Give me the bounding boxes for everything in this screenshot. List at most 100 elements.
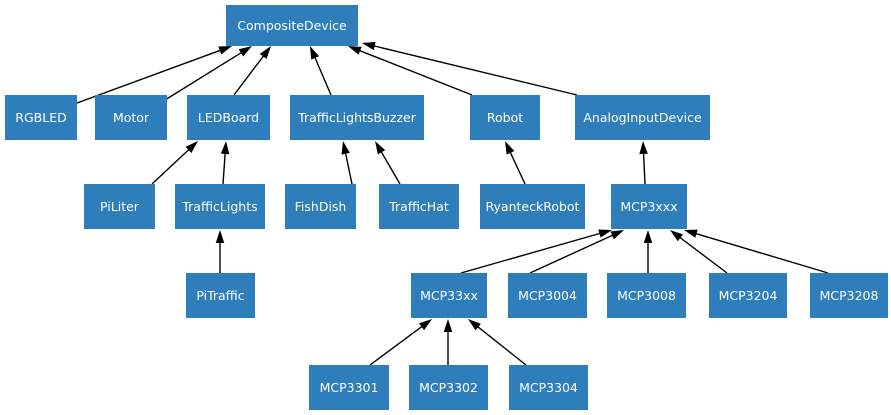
inheritance-edge xyxy=(348,46,473,96)
class-node-mcp3304[interactable]: MCP3304 xyxy=(509,365,588,410)
class-node-analoginputdevice[interactable]: AnalogInputDevice xyxy=(575,95,710,140)
class-node-mcp3004[interactable]: MCP3004 xyxy=(508,273,587,318)
edge-arrowhead xyxy=(348,46,362,55)
node-box[interactable] xyxy=(480,184,585,229)
class-node-motor[interactable]: Motor xyxy=(95,95,167,140)
edge-line xyxy=(509,150,526,185)
edge-arrowhead xyxy=(670,230,683,242)
inheritance-edge xyxy=(362,41,578,96)
edge-arrowhead xyxy=(505,141,515,155)
class-node-mcp3301[interactable]: MCP3301 xyxy=(309,365,389,410)
class-node-mcp3xxx[interactable]: MCP3xxx xyxy=(611,184,687,229)
class-node-trafficlights[interactable]: TrafficLights xyxy=(175,184,265,229)
class-node-rgbled[interactable]: RGBLED xyxy=(5,95,77,140)
node-box[interactable] xyxy=(186,273,255,318)
class-node-mcp3302[interactable]: MCP3302 xyxy=(409,365,488,410)
edge-arrowhead xyxy=(238,46,252,57)
edge-line xyxy=(678,236,728,274)
edge-line xyxy=(76,49,222,104)
edge-arrowhead xyxy=(639,141,648,155)
node-box[interactable] xyxy=(175,184,265,229)
node-box[interactable] xyxy=(290,95,424,140)
class-node-compositedevice[interactable]: CompositeDevice xyxy=(226,5,358,46)
edge-line xyxy=(372,44,578,96)
inheritance-edge xyxy=(151,141,198,185)
inheritance-edge xyxy=(468,319,527,366)
edges-layer xyxy=(76,41,829,366)
node-box[interactable] xyxy=(226,5,358,46)
class-node-mcp33xx[interactable]: MCP33xx xyxy=(411,273,487,318)
node-box[interactable] xyxy=(309,365,389,410)
edge-line xyxy=(151,148,191,185)
edge-line xyxy=(694,232,829,274)
node-box[interactable] xyxy=(187,95,270,140)
node-box[interactable] xyxy=(575,95,710,140)
inheritance-edge xyxy=(310,46,332,96)
edge-arrowhead xyxy=(362,41,376,51)
edge-arrowhead xyxy=(220,141,230,155)
class-node-fishdish[interactable]: FishDish xyxy=(285,184,356,229)
edge-line xyxy=(357,49,473,96)
node-box[interactable] xyxy=(411,273,487,318)
edge-line xyxy=(222,151,226,185)
inheritance-edge xyxy=(670,230,728,274)
inheritance-edge xyxy=(215,230,225,273)
edge-line xyxy=(313,55,332,96)
edge-line xyxy=(164,51,244,101)
inheritance-edge xyxy=(505,141,526,185)
node-box[interactable] xyxy=(611,184,687,229)
class-node-trafficlightsbuzzer[interactable]: TrafficLightsBuzzer xyxy=(290,95,424,140)
edge-arrowhead xyxy=(468,319,481,331)
node-box[interactable] xyxy=(285,184,356,229)
inheritance-edge xyxy=(76,46,232,104)
node-box[interactable] xyxy=(379,184,459,229)
edge-arrowhead xyxy=(218,46,232,55)
node-box[interactable] xyxy=(508,273,587,318)
class-node-ledboard[interactable]: LEDBoard xyxy=(187,95,270,140)
edge-arrowhead xyxy=(310,46,320,60)
edge-line xyxy=(379,150,401,185)
node-box[interactable] xyxy=(709,273,787,318)
class-node-pitraffic[interactable]: PiTraffic xyxy=(186,273,255,318)
class-node-robot[interactable]: Robot xyxy=(470,95,540,140)
node-box[interactable] xyxy=(810,273,888,318)
inheritance-edge xyxy=(164,46,252,101)
edge-line xyxy=(369,324,424,366)
edge-arrowhead xyxy=(610,230,624,240)
edge-arrowhead xyxy=(419,319,432,331)
edge-arrowhead xyxy=(443,319,453,332)
node-box[interactable] xyxy=(5,95,77,140)
node-box[interactable] xyxy=(509,365,588,410)
inheritance-edge xyxy=(341,141,353,185)
edge-arrowhead xyxy=(341,141,350,155)
inheritance-edge xyxy=(369,319,432,366)
inheritance-edge xyxy=(220,141,230,185)
node-box[interactable] xyxy=(470,95,540,140)
node-box[interactable] xyxy=(84,184,155,229)
edge-line xyxy=(476,325,527,366)
inheritance-edge xyxy=(684,229,829,274)
edge-arrowhead xyxy=(598,229,612,238)
class-node-ryanteckrobot[interactable]: RyanteckRobot xyxy=(480,184,585,229)
edge-line xyxy=(233,54,265,96)
edge-arrowhead xyxy=(684,229,698,238)
class-node-mcp3204[interactable]: MCP3204 xyxy=(709,273,787,318)
node-box[interactable] xyxy=(607,273,686,318)
class-node-mcp3208[interactable]: MCP3208 xyxy=(810,273,888,318)
class-node-mcp3008[interactable]: MCP3008 xyxy=(607,273,686,318)
node-box[interactable] xyxy=(95,95,167,140)
inheritance-edge xyxy=(460,229,612,274)
class-node-piliter[interactable]: PiLiter xyxy=(84,184,155,229)
edge-line xyxy=(529,233,615,274)
class-node-traffichat[interactable]: TrafficHat xyxy=(379,184,459,229)
edge-line xyxy=(642,151,646,185)
node-box[interactable] xyxy=(409,365,488,410)
inheritance-edge xyxy=(529,230,624,274)
edge-arrowhead xyxy=(375,141,386,155)
inheritance-edge xyxy=(639,141,648,185)
edge-arrowhead xyxy=(643,230,653,243)
edge-arrowhead xyxy=(259,46,271,59)
